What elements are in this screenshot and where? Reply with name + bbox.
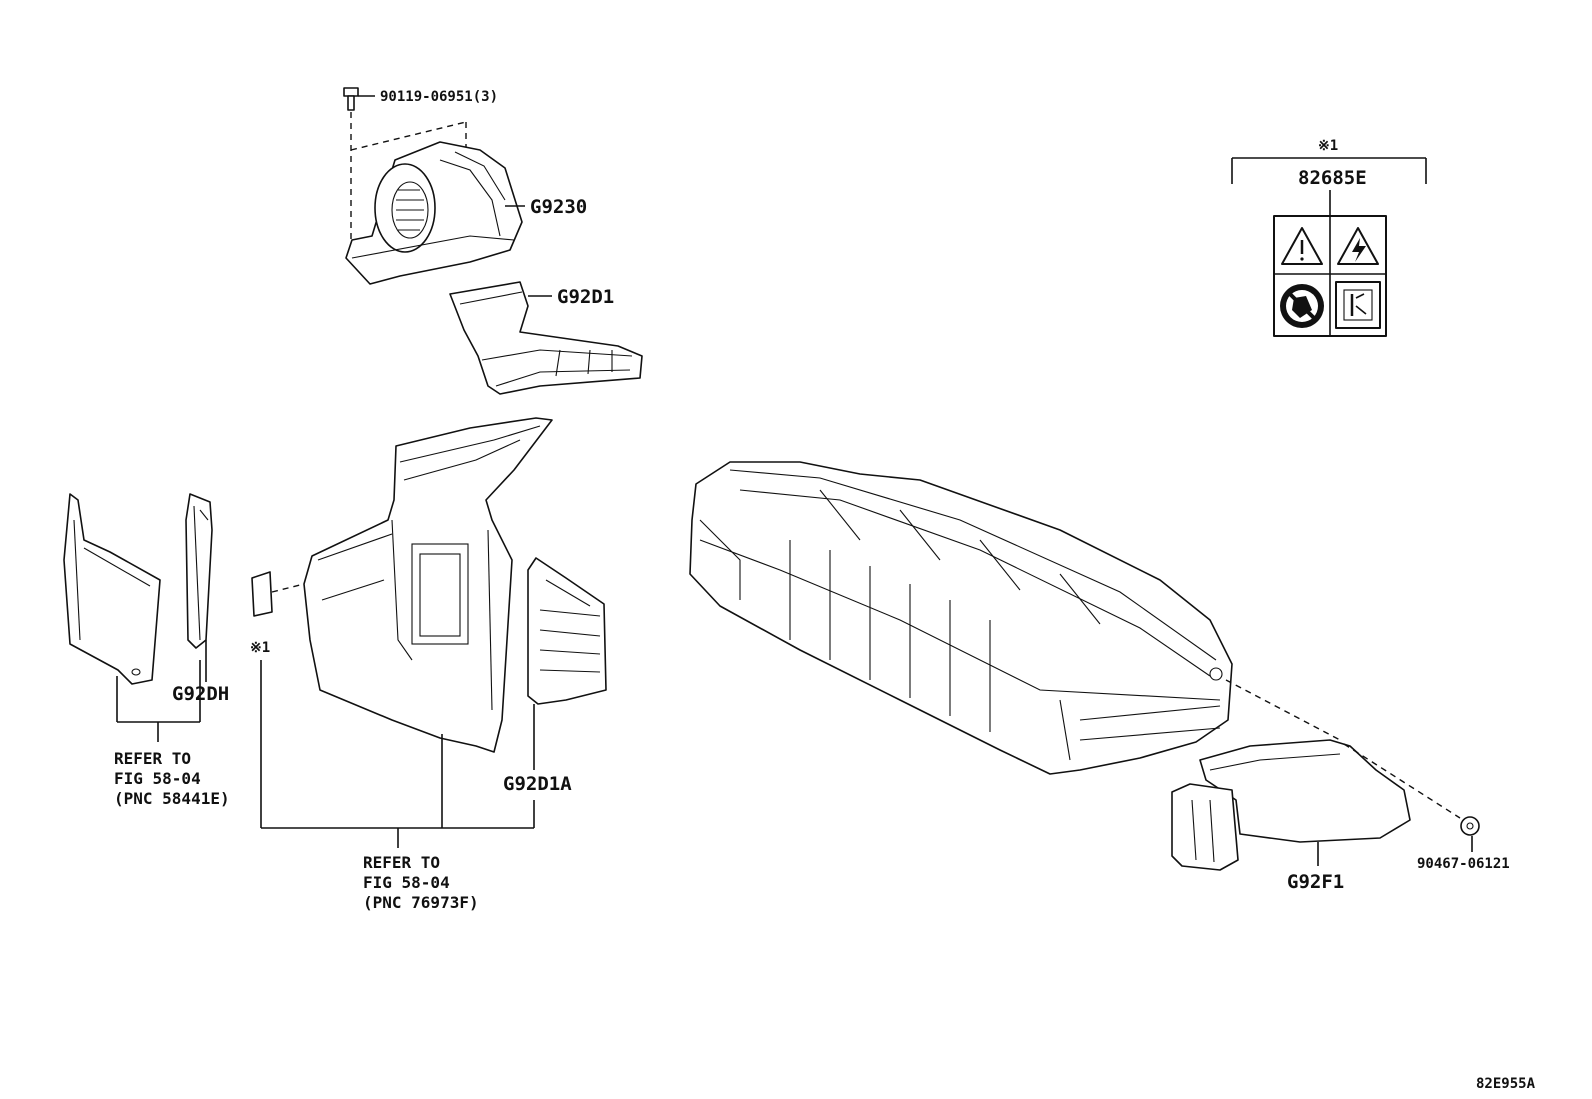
left-ref-line1: REFER TO	[114, 749, 191, 768]
upper-duct-part	[449, 281, 643, 395]
left-reference-bracket	[116, 660, 201, 742]
blower-part-number: G9230	[530, 196, 587, 218]
lower-duct-part	[527, 557, 607, 705]
cover-part-number: G92F1	[1287, 871, 1344, 893]
clip-part-number: 90467-06121	[1417, 856, 1510, 872]
blower-fan-part	[345, 112, 523, 285]
warning-triangle-icon	[1281, 227, 1323, 265]
top-note-mark: ※1	[1318, 138, 1338, 154]
upper-duct-part-number: G92D1	[557, 286, 614, 308]
manual-book-icon	[1335, 281, 1381, 329]
battery-cover-part	[1171, 739, 1411, 871]
high-voltage-icon	[1337, 227, 1379, 265]
label-kit-part-number: 82685E	[1298, 167, 1367, 189]
center-reference-bracket	[260, 660, 535, 848]
no-touch-icon	[1280, 284, 1324, 328]
bolt-part-number: 90119-06951(3)	[380, 89, 498, 105]
lower-duct-part-number: G92D1A	[503, 773, 572, 795]
center-ref-line3: (PNC 76973F)	[363, 893, 479, 912]
warning-label-panel	[1273, 215, 1387, 337]
battery-pack-assembly	[689, 461, 1233, 775]
clip-part	[1460, 816, 1480, 836]
diagram-code: 82E955A	[1476, 1076, 1536, 1092]
center-ref-line1: REFER TO	[363, 853, 440, 872]
bolt-part	[343, 87, 375, 111]
center-ref-line2: FIG 58-04	[363, 873, 450, 892]
side-note-mark: ※1	[250, 640, 270, 656]
label-kit-bracket	[1231, 157, 1427, 216]
left-ref-line2: FIG 58-04	[114, 769, 201, 788]
left-side-duct-part	[63, 493, 213, 685]
caution-label-sticker	[251, 559, 401, 617]
center-duct-assembly	[303, 417, 553, 753]
left-ref-line3: (PNC 58441E)	[114, 789, 230, 808]
